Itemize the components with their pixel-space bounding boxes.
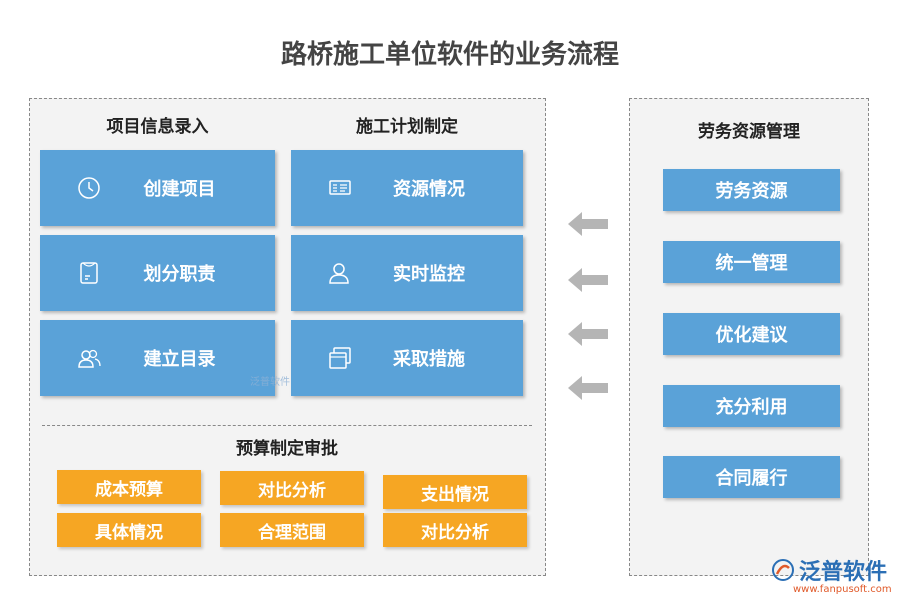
- left-arrow-icon-2: [568, 268, 608, 292]
- left-arrow-icon-1: [568, 212, 608, 236]
- build-catalog-label: 建立目录: [143, 349, 216, 370]
- divide-duties-box[interactable]: 划分职责: [40, 235, 275, 311]
- unified-management-box[interactable]: 统一管理: [663, 241, 840, 283]
- compare-analysis-box-1[interactable]: 对比分析: [220, 471, 364, 505]
- logo-url[interactable]: www.fanpusoft.com: [793, 584, 892, 595]
- create-project-box[interactable]: 创建项目: [40, 150, 275, 226]
- page-title: 路桥施工单位软件的业务流程: [280, 40, 619, 70]
- compare-analysis-box-2[interactable]: 对比分析: [383, 513, 527, 547]
- expenditure-box[interactable]: 支出情况: [383, 475, 527, 509]
- labor-resource-box[interactable]: 劳务资源: [663, 169, 840, 211]
- logo-text: 泛普软件: [799, 560, 888, 585]
- optimization-advice-box[interactable]: 优化建议: [663, 313, 840, 355]
- divide-duties-label: 划分职责: [143, 264, 216, 285]
- users-icon: [78, 349, 101, 368]
- cost-budget-box[interactable]: 成本预算: [57, 470, 201, 504]
- realtime-monitor-label: 实时监控: [393, 264, 465, 285]
- realtime-monitor-box[interactable]: 实时监控: [291, 235, 523, 311]
- take-measures-box[interactable]: 采取措施: [291, 320, 523, 396]
- full-utilization-box[interactable]: 充分利用: [663, 385, 840, 427]
- contract-performance-box[interactable]: 合同履行: [663, 456, 840, 498]
- budget-heading: 预算制定审批: [236, 439, 338, 459]
- project-info-heading: 项目信息录入: [106, 117, 209, 137]
- logo-mark-icon: [772, 559, 794, 581]
- resource-status-box[interactable]: 资源情况: [291, 150, 523, 226]
- labor-resource-heading: 劳务资源管理: [698, 122, 800, 142]
- windows-icon: [329, 347, 351, 369]
- build-catalog-box[interactable]: 建立目录: [40, 320, 275, 396]
- watermark: 泛普软件: [250, 377, 290, 388]
- document-icon: [80, 262, 98, 284]
- brand-logo: 泛普软件: [771, 554, 887, 586]
- user-icon: [329, 263, 349, 284]
- list-icon: [329, 180, 351, 195]
- clock-icon: [78, 177, 100, 199]
- left-arrow-icon-3: [568, 322, 608, 346]
- create-project-label: 创建项目: [143, 179, 216, 200]
- take-measures-label: 采取措施: [393, 349, 465, 370]
- resource-status-label: 资源情况: [393, 179, 465, 200]
- specific-situation-box[interactable]: 具体情况: [57, 513, 201, 547]
- construction-plan-heading: 施工计划制定: [356, 117, 458, 137]
- section-divider: [42, 425, 532, 426]
- reasonable-range-box[interactable]: 合理范围: [220, 513, 364, 547]
- left-arrow-icon-4: [568, 376, 608, 400]
